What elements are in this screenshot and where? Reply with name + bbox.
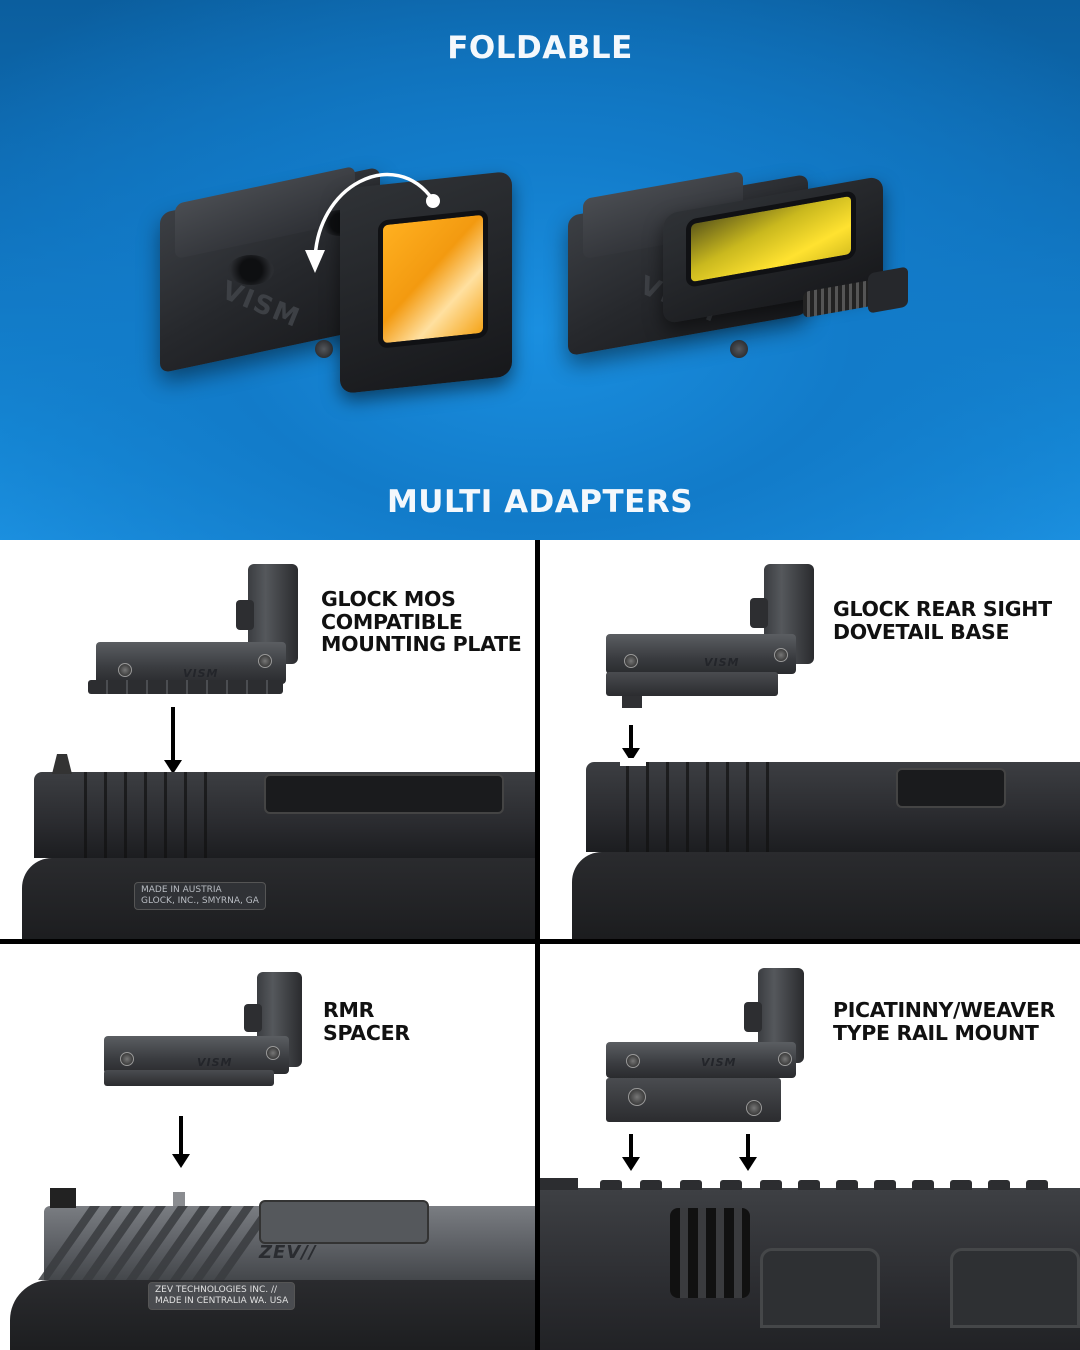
panel-glock-dovetail: GLOCK REAR SIGHT DOVETAIL BASE VISM	[540, 540, 1080, 939]
glock-frame-image	[572, 852, 1080, 939]
zev-slide-image: ZEV//	[38, 1200, 535, 1280]
foldable-title: FOLDABLE	[447, 30, 633, 66]
ar-upper-receiver-image	[540, 1188, 1080, 1350]
down-arrow-icon	[739, 1134, 757, 1171]
frame-engraving: ZEV TECHNOLOGIES INC. // MADE IN CENTRAL…	[148, 1282, 296, 1310]
horizontal-divider	[0, 939, 1080, 944]
caption-glock-mos: GLOCK MOS COMPATIBLE MOUNTING PLATE	[321, 587, 522, 656]
down-arrow-icon	[622, 1134, 640, 1171]
caption-picatinny: PICATINNY/WEAVER TYPE RAIL MOUNT	[833, 998, 1056, 1045]
foldable-banner: FOLDABLE VISM VISM MULTI ADAPTERS	[0, 0, 1080, 540]
dovetail-base-sight-image: VISM	[604, 562, 814, 722]
panel-picatinny: PICATINNY/WEAVER TYPE RAIL MOUNT VISM	[540, 944, 1080, 1350]
picatinny-mount-sight-image: VISM	[606, 966, 806, 1126]
panel-glock-mos: GLOCK MOS COMPATIBLE MOUNTING PLATE VISM…	[0, 540, 535, 939]
panel-rmr-spacer: RMR SPACER VISM ZEV// ZEV TECHNOLOGIES I…	[0, 944, 535, 1350]
glock-slide-image	[586, 762, 1080, 852]
frame-engraving: MADE IN AUSTRIA GLOCK, INC., SMYRNA, GA	[134, 882, 266, 910]
fold-arrow-icon	[305, 172, 440, 273]
multi-adapters-title: MULTI ADAPTERS	[386, 484, 694, 520]
zev-slide-logo: ZEV//	[259, 1242, 317, 1263]
caption-rmr-spacer: RMR SPACER	[323, 998, 410, 1045]
vertical-divider	[535, 540, 540, 1350]
down-arrow-icon	[172, 1116, 190, 1168]
glock-frame-image: MADE IN AUSTRIA GLOCK, INC., SMYRNA, GA	[22, 858, 535, 939]
caption-glock-dovetail: GLOCK REAR SIGHT DOVETAIL BASE	[833, 597, 1052, 644]
down-arrow-icon	[622, 725, 640, 762]
glock-slide-image	[34, 772, 535, 858]
rmr-spacer-sight-image: VISM	[102, 970, 302, 1090]
zev-frame-image: ZEV TECHNOLOGIES INC. // MADE IN CENTRAL…	[10, 1280, 535, 1350]
mos-plate-sight-image: VISM	[88, 562, 303, 694]
down-arrow-icon	[164, 707, 182, 774]
folded-sight-image: VISM	[568, 165, 908, 375]
